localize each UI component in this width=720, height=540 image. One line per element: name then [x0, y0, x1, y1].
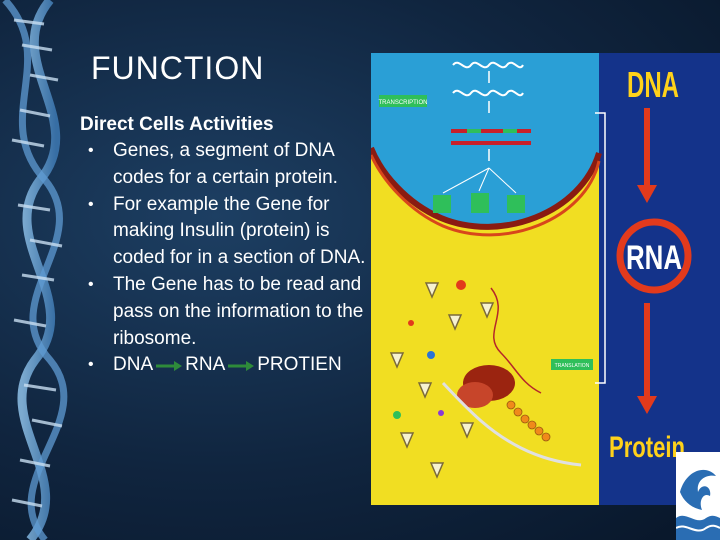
bullet-list: Genes, a segment of DNA codes for a cert… — [80, 138, 370, 379]
bracket — [595, 112, 606, 384]
nuclear-membrane — [371, 146, 602, 230]
bullet-item: The Gene has to be read and pass on the … — [80, 272, 370, 352]
flow-protein: PROTIEN — [257, 354, 342, 376]
dna-helix-decoration — [2, 0, 68, 540]
nucleus — [371, 53, 599, 227]
slide-title: FUNCTION — [91, 50, 265, 86]
flow-dna: DNA — [113, 354, 154, 376]
dna-strand — [452, 89, 524, 97]
processing-box — [433, 195, 451, 213]
protein-synthesis-diagram: TRANSCRIPTION — [371, 53, 692, 505]
green-arrow-icon — [156, 360, 183, 371]
protein-synthesis-figure: TRANSCRIPTION — [371, 53, 720, 505]
slide-content: Direct Cells Activities Genes, a segment… — [80, 112, 370, 379]
transcription-label: TRANSCRIPTION — [378, 100, 427, 106]
mrna-strand — [451, 129, 531, 133]
flow-bullet: DNA RNA PROTIEN — [80, 352, 370, 379]
wave-logo-icon — [676, 452, 720, 540]
bullet-item: Genes, a segment of DNA codes for a cert… — [80, 138, 370, 192]
subheading: Direct Cells Activities — [80, 114, 274, 135]
dna-strand — [452, 61, 524, 69]
protein-label: Protein — [609, 431, 685, 464]
dna-label: DNA — [627, 64, 679, 105]
bullet-item: For example the Gene for making Insulin … — [80, 192, 370, 272]
translation-label: TRANSLATION — [555, 363, 590, 369]
flow-rna: RNA — [185, 354, 226, 376]
green-arrow-icon — [228, 360, 255, 371]
rna-label: RNA — [626, 239, 682, 277]
rna-circle — [616, 218, 692, 294]
polypeptide-chain — [506, 400, 551, 442]
transcription-label-box — [379, 95, 427, 107]
dna-rna-protein-flow: DNA RNA PROTIEN — [113, 352, 342, 379]
